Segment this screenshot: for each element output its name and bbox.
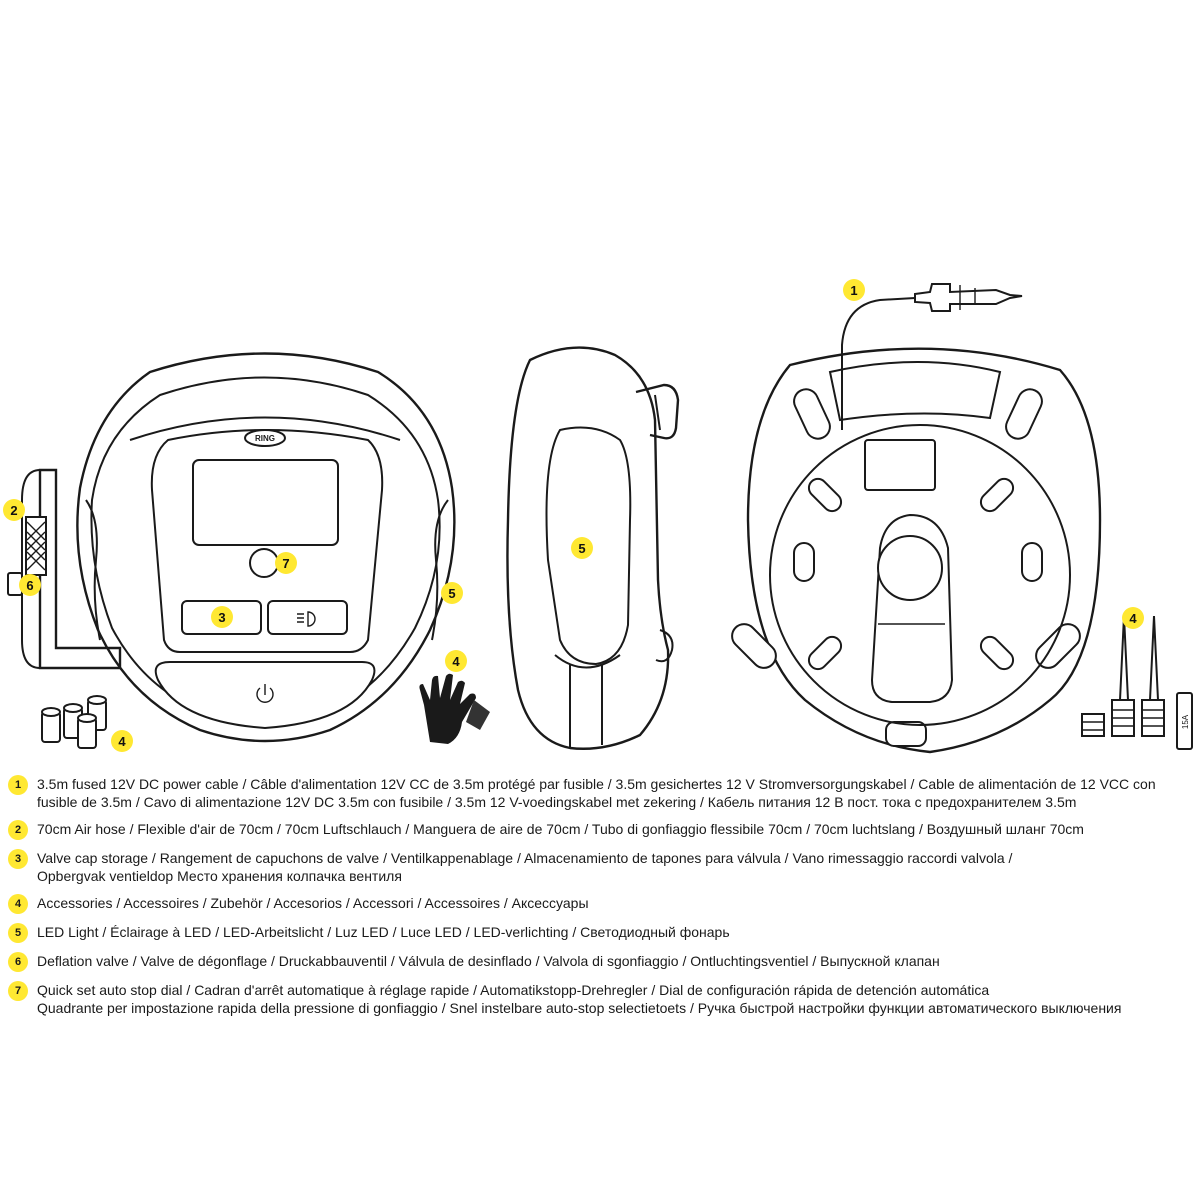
front-body-outline	[76, 352, 456, 743]
legend-item-7: 7 Quick set auto stop dial / Cadran d'arr…	[8, 981, 1192, 1017]
legend-description: Deflation valve / Valve de dégonflage / …	[37, 952, 940, 970]
legend-description: Accessories / Accessoires / Zubehör / Ac…	[37, 894, 589, 912]
callout-6: 6	[19, 574, 41, 596]
legend: 1 3.5m fused 12V DC power cable / Câble d…	[8, 775, 1192, 1026]
legend-line: Accessories / Accessoires / Zubehör / Ac…	[37, 895, 589, 911]
legend-item-1: 1 3.5m fused 12V DC power cable / Câble d…	[8, 775, 1192, 811]
side-view	[506, 346, 680, 750]
glove-icon	[419, 673, 490, 744]
air-hose	[7, 468, 122, 670]
cable-reel-disc	[769, 424, 1071, 726]
svg-text:4: 4	[118, 734, 126, 749]
legend-line: Deflation valve / Valve de dégonflage / …	[37, 953, 940, 969]
legend-item-6: 6 Deflation valve / Valve de dégonflage /…	[8, 952, 1192, 972]
svg-text:6: 6	[26, 578, 33, 593]
brand-logo: RING	[255, 434, 275, 443]
fuse: 15A	[1176, 692, 1193, 750]
legend-description: 3.5m fused 12V DC power cable / Câble d'…	[37, 775, 1156, 811]
legend-item-3: 3 Valve cap storage / Rangement de capuch…	[8, 849, 1192, 885]
svg-text:4: 4	[1129, 611, 1137, 626]
power-icon[interactable]	[256, 684, 274, 703]
legend-description: Valve cap storage / Rangement de capucho…	[37, 849, 1012, 885]
legend-number-badge: 7	[8, 981, 28, 1001]
inflation-needle-1	[1111, 615, 1135, 737]
legend-number-badge: 4	[8, 894, 28, 914]
legend-description: Quick set auto stop dial / Cadran d'arrê…	[37, 981, 1121, 1017]
back-view	[731, 283, 1102, 754]
legend-line: Valve cap storage / Rangement de capucho…	[37, 850, 1013, 866]
callout-2: 2	[3, 499, 25, 521]
legend-description: 70cm Air hose / Flexible d'air de 70cm /…	[37, 820, 1084, 838]
accessories: 15A	[1081, 615, 1193, 750]
legend-line: 70cm Air hose / Flexible d'air de 70cm /…	[37, 821, 1084, 837]
valve-adapter	[1081, 713, 1105, 737]
svg-text:2: 2	[10, 503, 17, 518]
legend-number-badge: 6	[8, 952, 28, 972]
legend-item-4: 4 Accessories / Accessoires / Zubehör / A…	[8, 894, 1192, 914]
air-hose-grip	[25, 516, 47, 576]
legend-number-badge: 5	[8, 923, 28, 943]
fuse-label: 15A	[1181, 714, 1190, 729]
legend-item-5: 5 LED Light / Éclairage à LED / LED-Arbei…	[8, 923, 1192, 943]
legend-description: LED Light / Éclairage à LED / LED-Arbeit…	[37, 923, 730, 941]
side-body-outline	[506, 346, 670, 750]
svg-text:3: 3	[218, 610, 225, 625]
callout-3: 3	[211, 606, 233, 628]
callout-1: 1	[843, 279, 865, 301]
svg-text:7: 7	[282, 556, 289, 571]
power-cable	[841, 283, 1023, 430]
callout-7: 7	[275, 552, 297, 574]
legend-line: Quadrante per impostazione rapida della …	[37, 1000, 1122, 1016]
legend-number-badge: 1	[8, 775, 28, 795]
legend-item-2: 2 70cm Air hose / Flexible d'air de 70cm …	[8, 820, 1192, 840]
callout-5-side: 5	[571, 537, 593, 559]
valve-caps	[41, 695, 107, 749]
svg-text:4: 4	[452, 654, 460, 669]
logo-badge	[244, 429, 286, 447]
legend-line: Quick set auto stop dial / Cadran d'arrê…	[37, 982, 990, 998]
product-diagram: RING	[3, 279, 1193, 754]
legend-number-badge: 3	[8, 849, 28, 869]
front-view: RING	[7, 352, 490, 749]
inflation-needle-2	[1141, 615, 1165, 737]
led-light-panel	[545, 426, 632, 666]
callout-4-glove: 4	[445, 650, 467, 672]
legend-line: fusible de 3.5m / Cavo di alimentazione …	[37, 794, 1077, 810]
display-screen	[192, 459, 339, 546]
led-light-icon	[297, 611, 316, 627]
legend-line: Opbergvak ventieldop Место хранения колп…	[37, 868, 402, 884]
callout-4-caps: 4	[111, 730, 133, 752]
callout-4-accessories: 4	[1122, 607, 1144, 629]
callout-5-front: 5	[441, 582, 463, 604]
auto-stop-dial[interactable]	[249, 548, 279, 578]
legend-line: LED Light / Éclairage à LED / LED-Arbeit…	[37, 924, 730, 940]
legend-number-badge: 2	[8, 820, 28, 840]
svg-text:1: 1	[850, 283, 857, 298]
back-body-outline	[746, 347, 1102, 754]
svg-text:5: 5	[448, 586, 455, 601]
svg-text:5: 5	[578, 541, 585, 556]
legend-line: 3.5m fused 12V DC power cable / Câble d'…	[37, 776, 1156, 792]
